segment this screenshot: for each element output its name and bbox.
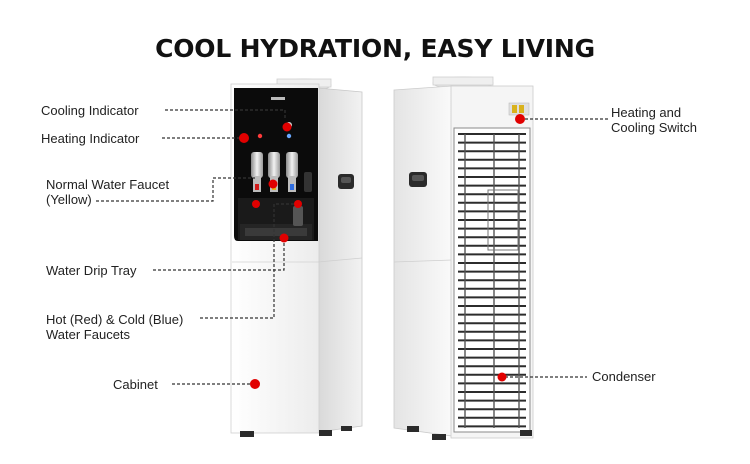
marker-condenser — [497, 372, 507, 382]
label-hot-cold-faucets: Hot (Red) & Cold (Blue) Water Faucets — [46, 312, 183, 342]
marker-drip-tray — [279, 233, 289, 243]
condenser-coil — [458, 133, 526, 428]
marker-normal-faucet — [268, 179, 278, 189]
label-cooling-indicator: Cooling Indicator — [41, 103, 139, 118]
label-cabinet: Cabinet — [113, 377, 158, 392]
label-heating-indicator: Heating Indicator — [41, 131, 140, 146]
marker-cabinet — [250, 379, 260, 389]
faucet-hot — [251, 152, 263, 192]
faucet-cold — [286, 152, 298, 192]
leader-normal-faucet — [96, 177, 255, 202]
label-normal-faucet-line2: (Yellow) — [46, 192, 92, 207]
marker-switch — [515, 114, 525, 124]
leader-lines — [96, 109, 608, 385]
marker-hot-faucet — [252, 200, 260, 208]
leader-drip-tray — [153, 240, 285, 271]
markers — [239, 114, 525, 389]
label-switch-line2: Cooling Switch — [611, 120, 697, 135]
diagram-title: COOL HYDRATION, EASY LIVING — [155, 34, 595, 63]
label-normal-faucet: Normal Water Faucet (Yellow) — [46, 177, 169, 207]
label-condenser: Condenser — [592, 369, 656, 384]
marker-heating-indicator — [239, 133, 249, 143]
leader-hot-cold-faucets — [200, 203, 300, 319]
label-switch-line1: Heating and — [611, 105, 682, 120]
label-drip-tray: Water Drip Tray — [46, 263, 137, 278]
rear-dispenser — [393, 76, 534, 440]
marker-cooling-indicator — [282, 122, 292, 132]
label-normal-faucet-line1: Normal Water Faucet — [46, 177, 170, 192]
label-hot-cold-line2: Water Faucets — [46, 327, 131, 342]
label-switch: Heating and Cooling Switch — [611, 105, 697, 135]
label-hot-cold-line1: Hot (Red) & Cold (Blue) — [46, 312, 184, 327]
marker-cold-faucet — [294, 200, 302, 208]
leader-cooling-indicator — [165, 109, 286, 120]
